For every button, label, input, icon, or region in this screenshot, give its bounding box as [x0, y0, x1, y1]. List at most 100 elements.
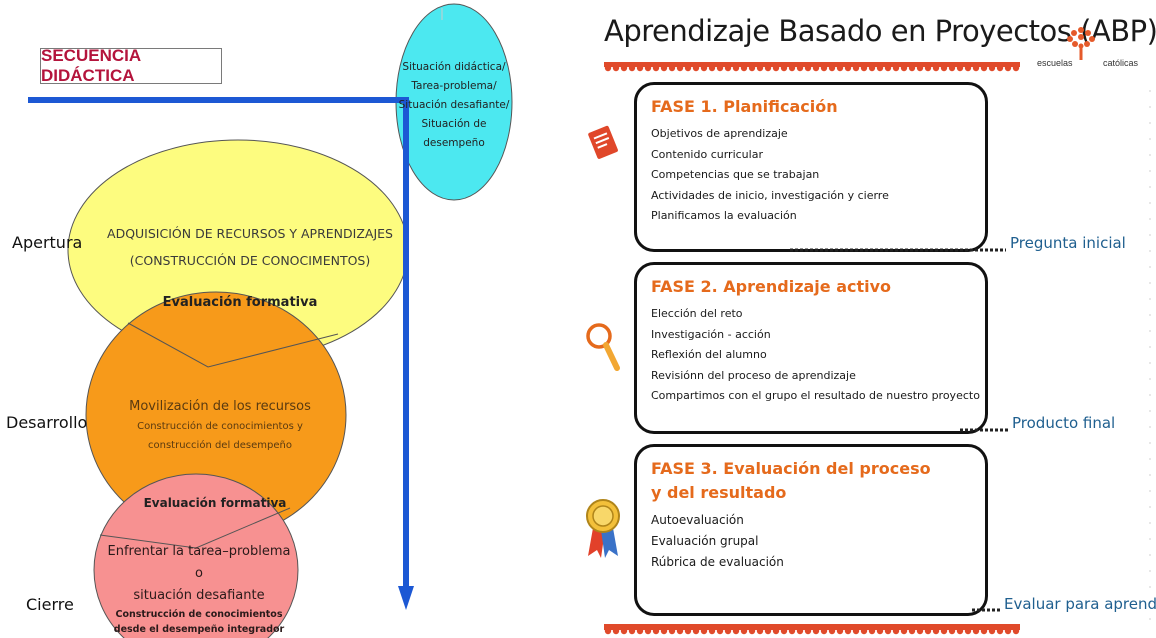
wave-scallop [916, 627, 924, 635]
wave-scallop [1012, 627, 1020, 635]
right-edge-dots [1149, 90, 1151, 630]
wave-scallop [804, 627, 812, 635]
wave-scallop [980, 64, 988, 72]
wave-scallop [668, 64, 676, 72]
wave-scallop [812, 627, 820, 635]
cierre-line: situación desafiante [133, 588, 265, 603]
secuencia-shapes [28, 3, 513, 638]
wave-scallop [620, 64, 628, 72]
phase-1-item: Actividades de inicio, investigación y c… [651, 188, 889, 202]
secuencia-title: SECUENCIA DIDÁCTICA [40, 46, 222, 85]
wave-scallop [692, 64, 700, 72]
wave-scallop [868, 64, 876, 72]
wave-scallop [924, 64, 932, 72]
phase-1-item: Objetivos de aprendizaje [651, 127, 788, 140]
step-3-dots [972, 608, 1002, 612]
wave-scallop [780, 64, 788, 72]
wave-scallop [844, 64, 852, 72]
wave-scallop [836, 64, 844, 72]
wave-scallop [756, 627, 764, 635]
wave-scallop [788, 627, 796, 635]
desarrollo-line: construcción del desempeño [148, 440, 292, 451]
wave-scallop [964, 627, 972, 635]
wave-scallop [940, 64, 948, 72]
wave-scallop [820, 627, 828, 635]
phase-3-item: Evaluación grupal [651, 534, 759, 548]
wave-scallop [668, 627, 676, 635]
wave-scallop [964, 64, 972, 72]
wave-scallop [684, 627, 692, 635]
wave-scallop [948, 64, 956, 72]
apertura-text: ADQUISICIÓN DE RECURSOS Y APRENDIZAJES (… [100, 220, 400, 274]
wave-scallop [852, 627, 860, 635]
phase-1-item: Contenido curricular [651, 147, 763, 161]
wave-scallop [1012, 64, 1020, 72]
phase-2-box: FASE 2. Aprendizaje activo Elección del … [634, 262, 988, 434]
step-label-2: Producto final [1012, 414, 1116, 432]
wave-scallop [908, 627, 916, 635]
phase-3-title: FASE 3. Evaluación del proceso y del res… [651, 459, 931, 502]
wave-scallop [852, 64, 860, 72]
wave-scallop [756, 64, 764, 72]
wave-scallop [676, 627, 684, 635]
phase-3-item: Autoevaluación [651, 513, 744, 527]
step-label-1: Pregunta inicial [1010, 234, 1126, 252]
cierre-text: Enfrentar la tarea–problema o situación … [104, 541, 294, 637]
wave-scallop [892, 627, 900, 635]
phase-1-title: FASE 1. Planificación [651, 97, 838, 116]
wave-scallop [636, 627, 644, 635]
magnifier-icon [586, 323, 620, 371]
wave-scallop [708, 64, 716, 72]
wave-scallop [892, 64, 900, 72]
situation-line: Tarea-problema/ [411, 80, 497, 92]
phase-3-box: FASE 3. Evaluación del proceso y del res… [634, 444, 988, 616]
wave-scallop [796, 627, 804, 635]
wave-scallop [1004, 64, 1012, 72]
wave-scallop [612, 627, 620, 635]
wave-scallop [972, 64, 980, 72]
wave-scallop [956, 627, 964, 635]
wave-scallop [876, 64, 884, 72]
wave-scallop [996, 64, 1004, 72]
wave-scallop [676, 64, 684, 72]
wave-scallop [908, 64, 916, 72]
wave-scallop [724, 627, 732, 635]
wave-scallop [804, 64, 812, 72]
abp-title: Aprendizaje Basado en Proyectos (ABP) [604, 14, 1156, 48]
wave-scallop [884, 64, 892, 72]
wave-scallop [900, 627, 908, 635]
wave-scallop [644, 64, 652, 72]
wave-scallop [732, 627, 740, 635]
wave-scallop [860, 64, 868, 72]
wave-scallop [740, 64, 748, 72]
wave-scallop [628, 64, 636, 72]
cierre-small-line: Construcción de conocimientos [115, 609, 283, 620]
wave-scallop [948, 627, 956, 635]
bottom-wave-divider [604, 624, 1020, 635]
wave-scallop [644, 627, 652, 635]
eval-overlap-line-1 [127, 322, 339, 368]
phase-2-item: Compartimos con el grupo el resultado de… [651, 389, 980, 402]
sequence-arrow-head [398, 586, 414, 610]
wave-scallop [620, 627, 628, 635]
wave-scallop [628, 627, 636, 635]
wave-scallop [860, 627, 868, 635]
logo-text-left: escuelas [1037, 58, 1073, 68]
top-wave-divider [604, 62, 1020, 72]
step-label-3: Evaluar para aprender [1004, 595, 1156, 613]
wave-scallop [812, 64, 820, 72]
wave-scallop [988, 64, 996, 72]
wave-scallop [996, 627, 1004, 635]
apertura-line: (CONSTRUCCIÓN DE CONOCIMENTOS) [129, 253, 371, 268]
wave-scallop [652, 64, 660, 72]
wave-scallop [764, 627, 772, 635]
wave-scallop [708, 627, 716, 635]
wave-scallop [884, 627, 892, 635]
step-2-dots [960, 428, 1008, 432]
wave-scallop [700, 627, 708, 635]
tree-logo-icon [1067, 27, 1095, 60]
wave-scallop [836, 627, 844, 635]
wave-scallop [748, 627, 756, 635]
phase-1-item: Planificamos la evaluación [651, 209, 797, 222]
